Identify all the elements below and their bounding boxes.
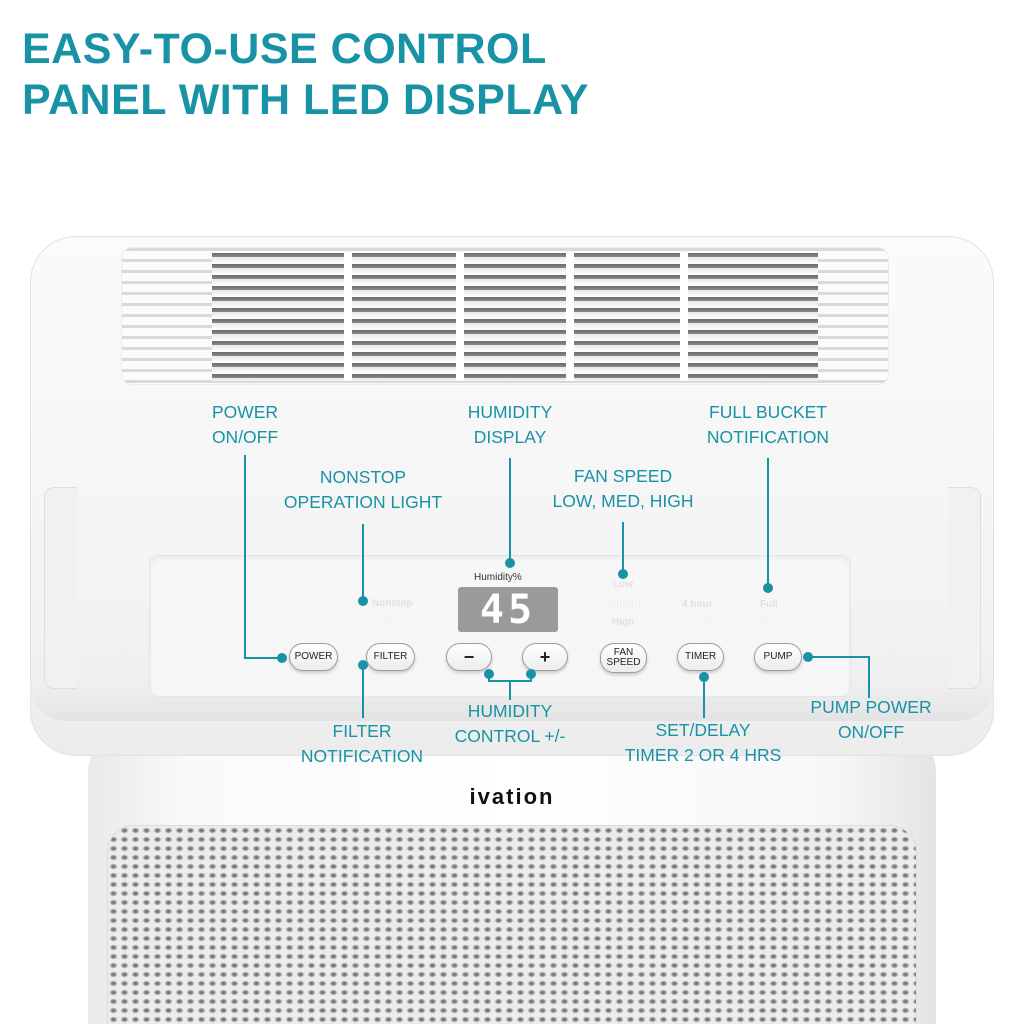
callout-fan-speed-line-2: LOW, MED, HIGH [552,491,694,511]
indicator-4-hour: 4 hour [682,599,713,610]
headline: EASY-TO-USE CONTROL PANEL WITH LED DISPL… [22,24,589,126]
indicator-pump: Pump [757,617,785,628]
indicator-nonstop: Nonstop [372,598,413,609]
callout-fan-speed-line-1: FAN SPEED [573,466,673,486]
pump-button[interactable]: PUMP [754,643,802,671]
full-bucket-leader-dot [763,583,773,593]
callout-pump-line-1: PUMP POWER [810,697,932,717]
left-side-tab [44,487,77,689]
nonstop-leader-dot [358,596,368,606]
callout-humidity-display: HUMIDITY DISPLAY [440,400,580,450]
headline-line-1: EASY-TO-USE CONTROL [22,25,547,73]
callout-filter-line-2: NOTIFICATION [300,746,424,766]
callout-timer-line-2: TIMER 2 OR 4 HRS [624,745,782,765]
indicator-on: On [307,616,321,627]
indicator-high: High [612,617,635,628]
timer-button[interactable]: TIMER [677,643,724,671]
grille-divider [566,253,574,381]
fan-speed-button[interactable]: FAN SPEED [600,643,647,673]
callout-humidity-display-line-2: DISPLAY [473,427,547,447]
humidity-up-button[interactable]: + [522,643,568,671]
callout-power-line-1: POWER [211,402,279,422]
humidity-label: Humidity% [474,572,522,583]
grille-divider [680,253,688,381]
callout-full-bucket-line-2: NOTIFICATION [706,427,830,447]
indicator-filter: Filter [380,616,405,627]
callout-humidity-control: HUMIDITY CONTROL +/- [437,699,583,749]
humidity-down-button[interactable]: − [446,643,492,671]
callout-fan-speed: FAN SPEED LOW, MED, HIGH [533,464,713,514]
callout-humidity-display-line-1: HUMIDITY [467,402,553,422]
humidity-value: 45 [479,586,537,633]
humidity-display-leader-dot [505,558,515,568]
callout-filter: FILTER NOTIFICATION [282,719,442,769]
right-side-tab [948,487,981,689]
callout-full-bucket: FULL BUCKET NOTIFICATION [688,400,848,450]
humidity-control-bracket [488,674,532,682]
power-leader-dot [277,653,287,663]
brand-logo: ivation [469,784,555,809]
filter-button[interactable]: FILTER [366,643,415,671]
humidity-minus-leader-dot [484,669,494,679]
callout-humidity-control-line-2: CONTROL +/- [454,726,566,746]
callout-power: POWER ON/OFF [185,400,305,450]
front-intake-grille [108,826,916,1024]
callout-timer-line-1: SET/DELAY [655,720,751,740]
indicator-medium: Medium [604,599,642,610]
humidity-plus-leader-dot [526,669,536,679]
callout-timer: SET/DELAY TIMER 2 OR 4 HRS [603,718,803,768]
callout-pump-line-2: ON/OFF [837,722,905,742]
grille-divider [344,253,352,381]
humidity-display: 45 [458,587,558,632]
pump-leader-line [808,656,870,698]
power-leader-line [244,455,281,659]
callout-full-bucket-line-1: FULL BUCKET [709,402,827,422]
power-button[interactable]: POWER [289,643,338,671]
callout-nonstop-line-1: NONSTOP [319,467,407,487]
grille-divider [456,253,464,381]
filter-leader-dot [358,660,368,670]
indicator-2-hour: 2 hour [684,617,715,628]
callout-nonstop: NONSTOP OPERATION LIGHT [263,465,463,515]
indicator-low: Low [613,579,633,590]
callout-filter-line-1: FILTER [332,721,392,741]
timer-leader-dot [699,672,709,682]
headline-line-2: PANEL WITH LED DISPLAY [22,76,589,124]
fan-speed-leader-dot [618,569,628,579]
pump-leader-dot [803,652,813,662]
callout-pump: PUMP POWER ON/OFF [796,695,946,745]
callout-nonstop-line-2: OPERATION LIGHT [283,492,443,512]
callout-humidity-control-line-1: HUMIDITY [467,701,553,721]
indicator-full: Full [760,599,778,610]
callout-power-line-2: ON/OFF [211,427,279,447]
air-outlet-louvers [212,253,818,381]
